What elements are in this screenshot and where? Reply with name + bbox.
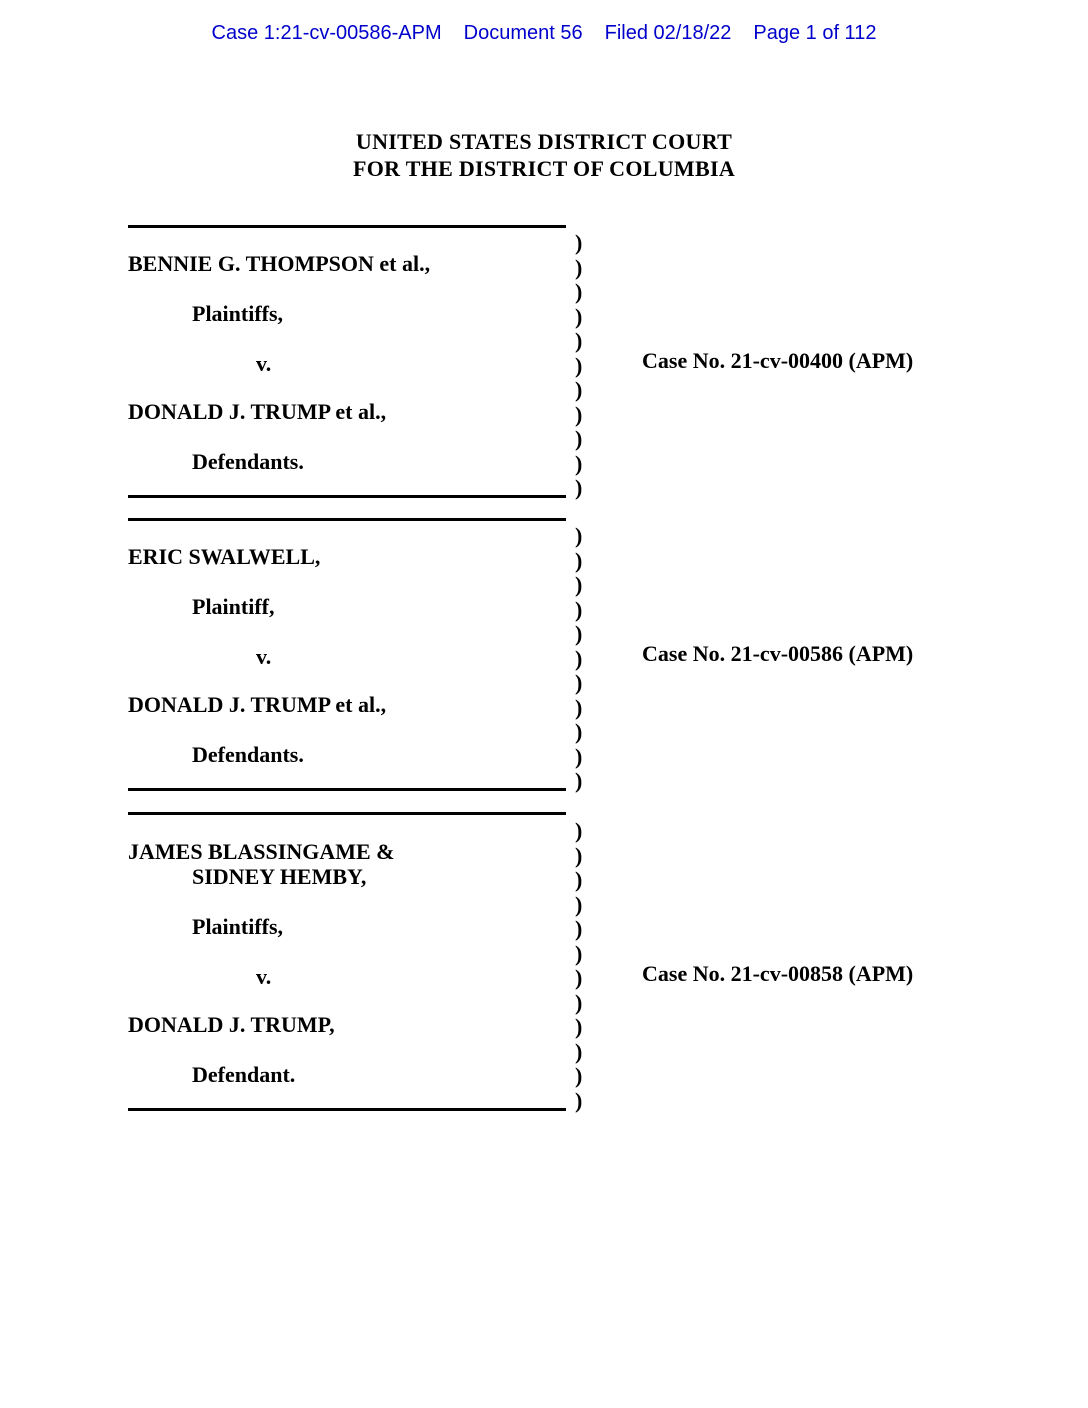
header-document-number: Document 56 <box>463 22 583 44</box>
versus-label: v. <box>256 964 272 989</box>
versus-label: v. <box>256 644 272 669</box>
court-title: UNITED STATES DISTRICT COURT FOR THE DIS… <box>0 128 1088 182</box>
case-caption-thompson: BENNIE G. THOMPSON et al., Plaintiffs, v… <box>128 225 582 500</box>
caption-paren-column: ))))))))))) <box>575 230 583 500</box>
plaintiff-name-line1: JAMES BLASSINGAME & <box>128 839 395 864</box>
case-caption-swalwell: ERIC SWALWELL, Plaintiff, v. DONALD J. T… <box>128 518 582 793</box>
versus-label: v. <box>256 351 272 376</box>
defendant-role-label: Defendants. <box>192 742 304 767</box>
court-title-line2: FOR THE DISTRICT OF COLUMBIA <box>352 156 736 181</box>
case-number-swalwell: Case No. 21-cv-00586 (APM) <box>642 641 914 666</box>
defendant-role-label: Defendant. <box>192 1062 296 1087</box>
defendant-name: DONALD J. TRUMP et al., <box>128 692 387 717</box>
defendant-role-label: Defendants. <box>192 449 304 474</box>
case-number-blassingame: Case No. 21-cv-00858 (APM) <box>642 961 914 986</box>
case-number-thompson: Case No. 21-cv-00400 (APM) <box>642 348 914 373</box>
plaintiff-name: BENNIE G. THOMPSON et al., <box>128 251 431 276</box>
plaintiff-role-label: Plaintiffs, <box>192 301 284 326</box>
plaintiff-name-line2: SIDNEY HEMBY, <box>192 864 367 889</box>
defendant-name: DONALD J. TRUMP et al., <box>128 399 387 424</box>
header-filed-date: Filed 02/18/22 <box>604 22 732 44</box>
case-caption-blassingame: JAMES BLASSINGAME & SIDNEY HEMBY, Plaint… <box>128 812 582 1112</box>
pacer-stamp-header: Case 1:21-cv-00586-APM Document 56 Filed… <box>0 21 1088 45</box>
plaintiff-name: JAMES BLASSINGAME & SIDNEY HEMBY, <box>128 839 394 889</box>
plaintiff-role-label: Plaintiffs, <box>192 914 284 939</box>
defendant-name: DONALD J. TRUMP, <box>128 1012 335 1037</box>
header-case-ref: Case 1:21-cv-00586-APM <box>211 22 442 44</box>
court-title-line1: UNITED STATES DISTRICT COURT <box>355 129 733 154</box>
header-page-number: Page 1 of 112 <box>753 22 877 44</box>
caption-paren-column: ))))))))))) <box>575 523 583 793</box>
plaintiff-name: ERIC SWALWELL, <box>128 544 321 569</box>
caption-paren-column: )))))))))))) <box>575 818 583 1113</box>
plaintiff-role-label: Plaintiff, <box>192 594 275 619</box>
